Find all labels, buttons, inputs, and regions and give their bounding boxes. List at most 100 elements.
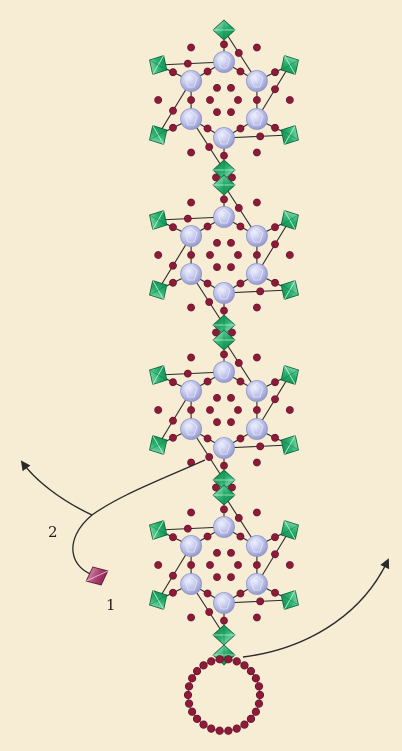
seed-bead — [253, 354, 260, 361]
step-label-2: 2 — [48, 523, 58, 541]
seed-bead — [213, 264, 220, 271]
seed-bead — [253, 459, 260, 466]
seed-bead — [213, 419, 220, 426]
seed-bead — [257, 598, 264, 605]
lavender-crystal-icon — [246, 109, 267, 130]
loop-seed-bead — [233, 725, 241, 733]
seed-bead — [206, 143, 213, 150]
seed-bead — [227, 84, 234, 91]
seed-bead — [237, 590, 244, 597]
seed-bead — [155, 96, 162, 103]
loop-seed-bead — [255, 683, 263, 691]
loop-seed-bead — [225, 727, 233, 735]
seed-bead — [204, 223, 211, 230]
green-bicone-icon — [276, 205, 304, 234]
seed-bead — [271, 551, 278, 558]
seed-bead — [253, 44, 260, 51]
seed-bead — [237, 533, 244, 540]
thread-arrow-right — [243, 560, 388, 657]
seed-bead — [271, 86, 278, 93]
lavender-crystal-icon — [181, 574, 202, 595]
seed-bead — [253, 251, 260, 258]
seed-bead — [253, 304, 260, 311]
seed-bead — [237, 435, 244, 442]
lavender-crystal-icon — [246, 71, 267, 92]
seed-bead — [227, 574, 234, 581]
seed-bead — [235, 204, 242, 211]
seed-bead — [169, 279, 176, 286]
seed-bead — [184, 60, 191, 67]
seed-bead — [271, 589, 278, 596]
seed-bead — [169, 107, 176, 114]
loop-seed-bead — [225, 655, 233, 663]
seed-bead — [184, 525, 191, 532]
seed-bead — [220, 307, 227, 314]
seed-bead — [213, 84, 220, 91]
lavender-crystal-icon — [214, 517, 235, 538]
seed-bead — [235, 514, 242, 521]
seed-bead — [286, 251, 293, 258]
loop-seed-bead — [216, 655, 224, 663]
seed-bead — [206, 453, 213, 460]
loop-seed-bead — [200, 662, 208, 670]
seed-bead — [257, 133, 264, 140]
seed-bead — [237, 68, 244, 75]
seed-bead — [227, 109, 234, 116]
loop-seed-bead — [207, 725, 215, 733]
seed-bead — [206, 561, 213, 568]
loop-seed-bead — [247, 715, 255, 723]
seed-bead — [271, 241, 278, 248]
green-bicone-icon — [276, 360, 304, 389]
seed-bead — [206, 298, 213, 305]
loop-seed-bead — [193, 715, 201, 723]
seed-bead — [169, 572, 176, 579]
step-label-1: 1 — [106, 596, 116, 614]
loop-seed-bead — [185, 683, 193, 691]
seed-bead — [204, 378, 211, 385]
seed-bead — [184, 370, 191, 377]
lavender-crystal-icon — [246, 536, 267, 557]
seed-bead — [234, 561, 241, 568]
seed-bead — [220, 617, 227, 624]
seed-bead — [237, 223, 244, 230]
green-bicone-icon — [144, 430, 172, 459]
green-bicone-icon — [213, 20, 235, 40]
seed-bead — [237, 125, 244, 132]
seed-bead — [257, 288, 264, 295]
seed-bead — [227, 394, 234, 401]
seed-bead — [187, 149, 194, 156]
seed-bead — [286, 406, 293, 413]
loop-seed-bead — [241, 721, 249, 729]
lavender-crystal-icon — [246, 419, 267, 440]
seed-bead — [257, 443, 264, 450]
seed-bead — [213, 394, 220, 401]
loop-seed-bead — [216, 727, 224, 735]
seed-bead — [204, 125, 211, 132]
seed-bead — [213, 239, 220, 246]
lavender-crystal-icon — [214, 207, 235, 228]
seed-bead — [220, 506, 227, 513]
lavender-crystal-icon — [214, 52, 235, 73]
clasp-loop — [184, 655, 264, 734]
seed-bead — [220, 41, 227, 48]
seed-bead — [220, 351, 227, 358]
seed-bead — [187, 614, 194, 621]
seed-bead — [220, 196, 227, 203]
lavender-crystal-icon — [246, 574, 267, 595]
lavender-crystal-icon — [246, 226, 267, 247]
seed-bead — [187, 44, 194, 51]
seed-bead — [234, 96, 241, 103]
seed-bead — [187, 561, 194, 568]
loop-seed-bead — [188, 708, 196, 716]
seed-bead — [187, 251, 194, 258]
green-bicone-icon — [144, 275, 172, 304]
seed-bead — [169, 534, 176, 541]
loop-seed-bead — [241, 662, 249, 670]
seed-bead — [213, 109, 220, 116]
seed-bead — [227, 239, 234, 246]
seed-bead — [253, 561, 260, 568]
seed-bead — [220, 152, 227, 159]
loop-seed-bead — [207, 658, 215, 666]
seed-bead — [253, 149, 260, 156]
